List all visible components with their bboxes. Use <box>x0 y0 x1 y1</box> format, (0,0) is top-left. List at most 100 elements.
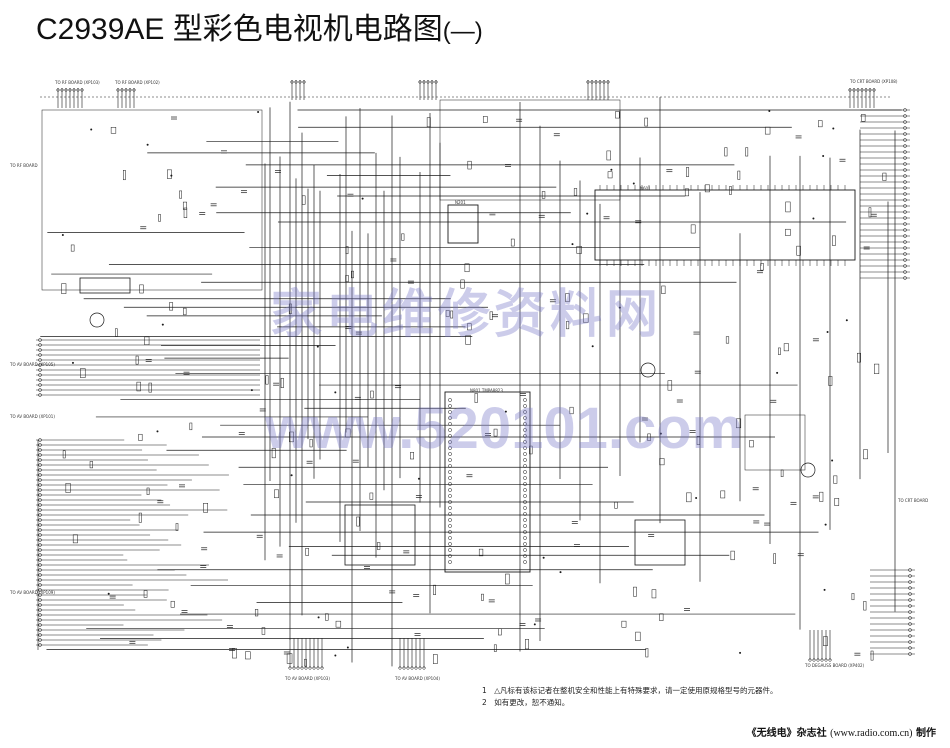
connector-pin <box>38 368 42 372</box>
connector-pin <box>908 592 912 596</box>
resistor <box>686 492 692 503</box>
connector-label: TO AV BOARD (XP104) <box>395 676 440 681</box>
resistor <box>245 651 251 660</box>
ic-pin <box>523 464 527 468</box>
connector-pin <box>808 658 812 662</box>
connector-pin <box>908 604 912 608</box>
junction-dot <box>610 168 613 171</box>
resistor <box>158 214 161 222</box>
resistor <box>138 512 142 523</box>
connector-pin <box>38 373 42 377</box>
connector-pin <box>903 138 907 142</box>
connector-label: TO RF BOARD (XP102) <box>115 80 160 85</box>
connector-pin <box>594 80 598 84</box>
ic-pin <box>523 494 527 498</box>
connector-pin <box>908 616 912 620</box>
ic-pin <box>523 548 527 552</box>
resistor <box>369 492 374 500</box>
resistor <box>819 491 824 502</box>
publisher-credit: 《无线电》杂志社 (www.radio.com.cn) 制作 <box>747 724 936 739</box>
connector-pin <box>38 613 42 617</box>
ic-pin <box>448 500 452 504</box>
connector-pin <box>38 463 42 467</box>
ic-pin <box>523 422 527 426</box>
connector-pin <box>38 608 42 612</box>
connector-pin <box>56 88 60 92</box>
ic-pin <box>448 404 452 408</box>
resistor <box>61 283 67 294</box>
connector-pin <box>903 234 907 238</box>
connector-pin <box>828 658 832 662</box>
ic-pin <box>448 506 452 510</box>
connector-pin <box>903 162 907 166</box>
resistor <box>110 127 117 134</box>
connector-pin <box>38 358 42 362</box>
resistor <box>583 313 589 323</box>
resistor <box>832 235 836 246</box>
resistor <box>138 433 143 441</box>
resistor <box>566 321 570 330</box>
resistor <box>175 523 179 531</box>
ic-pin <box>448 410 452 414</box>
connector-pin <box>38 448 42 452</box>
connector-pin <box>308 666 312 670</box>
connector-pin <box>903 240 907 244</box>
connector-pin <box>903 228 907 232</box>
ic-pin <box>523 482 527 486</box>
ic-pin <box>523 554 527 558</box>
resistor <box>730 550 735 561</box>
connector-pin <box>598 80 602 84</box>
publisher-name: 《无线电》杂志社 <box>746 728 827 739</box>
connector-pin <box>64 88 68 92</box>
connector-label: TO RF BOARD (XP103) <box>55 80 100 85</box>
connector-pin <box>38 623 42 627</box>
resistor <box>828 376 833 386</box>
connector-pin <box>38 468 42 472</box>
resistor <box>778 347 781 355</box>
connector-pin <box>903 168 907 172</box>
resistor <box>203 503 208 513</box>
resistor <box>65 483 71 493</box>
resistor <box>286 653 293 664</box>
connector-pin <box>38 488 42 492</box>
resistor <box>510 238 515 247</box>
diagram-title: C2939AE 型彩色电视机电路图(—) <box>36 4 483 48</box>
connector-pin <box>116 88 120 92</box>
junction-dot <box>695 496 698 499</box>
resistor <box>169 302 174 311</box>
resistor <box>305 548 309 556</box>
ic-pin <box>448 422 452 426</box>
connector-pin <box>903 198 907 202</box>
connector-pin <box>38 453 42 457</box>
connector-pin <box>903 222 907 226</box>
connector-pin <box>38 508 42 512</box>
connector-pin <box>38 498 42 502</box>
resistor <box>474 393 478 403</box>
resistor <box>189 422 193 431</box>
connector-pin <box>586 80 590 84</box>
resistor <box>659 613 664 621</box>
ic-pin <box>448 512 452 516</box>
junction-dot <box>334 654 337 657</box>
connector-pin <box>38 518 42 522</box>
resistor <box>493 428 498 437</box>
ic-label: N201 <box>455 200 466 205</box>
resistor <box>464 263 470 273</box>
saw-filter <box>79 277 131 294</box>
resistor <box>450 310 454 319</box>
connector-pin <box>872 88 876 92</box>
resistor <box>183 307 187 316</box>
resistor <box>780 469 784 477</box>
resistor <box>749 440 754 448</box>
resistor <box>760 263 764 271</box>
connector-pin <box>38 483 42 487</box>
connector-pin <box>908 652 912 656</box>
resistor <box>70 244 75 252</box>
connector-pin <box>426 80 430 84</box>
resistor <box>345 428 351 438</box>
connector-pin <box>38 393 42 397</box>
connector-pin <box>38 513 42 517</box>
connector-pin <box>903 126 907 130</box>
ic-pin <box>448 548 452 552</box>
connector-pin <box>302 80 306 84</box>
